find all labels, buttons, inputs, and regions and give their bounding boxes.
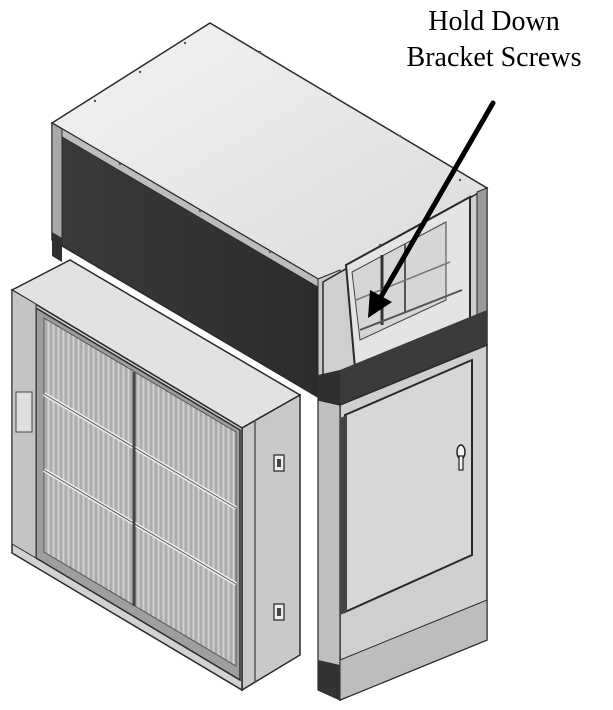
base-corner — [318, 660, 340, 700]
lower-front-post — [317, 399, 341, 701]
filter-divider-edge — [43, 393, 237, 509]
latch-icon — [273, 454, 285, 472]
mid-band — [52, 232, 62, 262]
mid-band-right — [340, 310, 487, 405]
mid-band-front — [318, 370, 340, 405]
filter-media — [43, 317, 237, 667]
latch-icon — [273, 603, 285, 621]
callout-line-2: Bracket Screws — [406, 42, 582, 73]
left-corner-post — [51, 122, 63, 247]
callout-label: Hold Down Bracket Screws — [378, 4, 610, 76]
filter-box-side — [241, 393, 301, 692]
filter-divider-edge — [43, 469, 237, 585]
panel-screws — [93, 41, 462, 254]
door-handle-icon — [456, 444, 466, 471]
callout-line-1: Hold Down — [428, 6, 560, 37]
door-hinge — [340, 415, 347, 615]
arrow-icon — [368, 100, 496, 318]
interior-rail — [359, 289, 463, 331]
side-access-plate — [15, 391, 33, 433]
